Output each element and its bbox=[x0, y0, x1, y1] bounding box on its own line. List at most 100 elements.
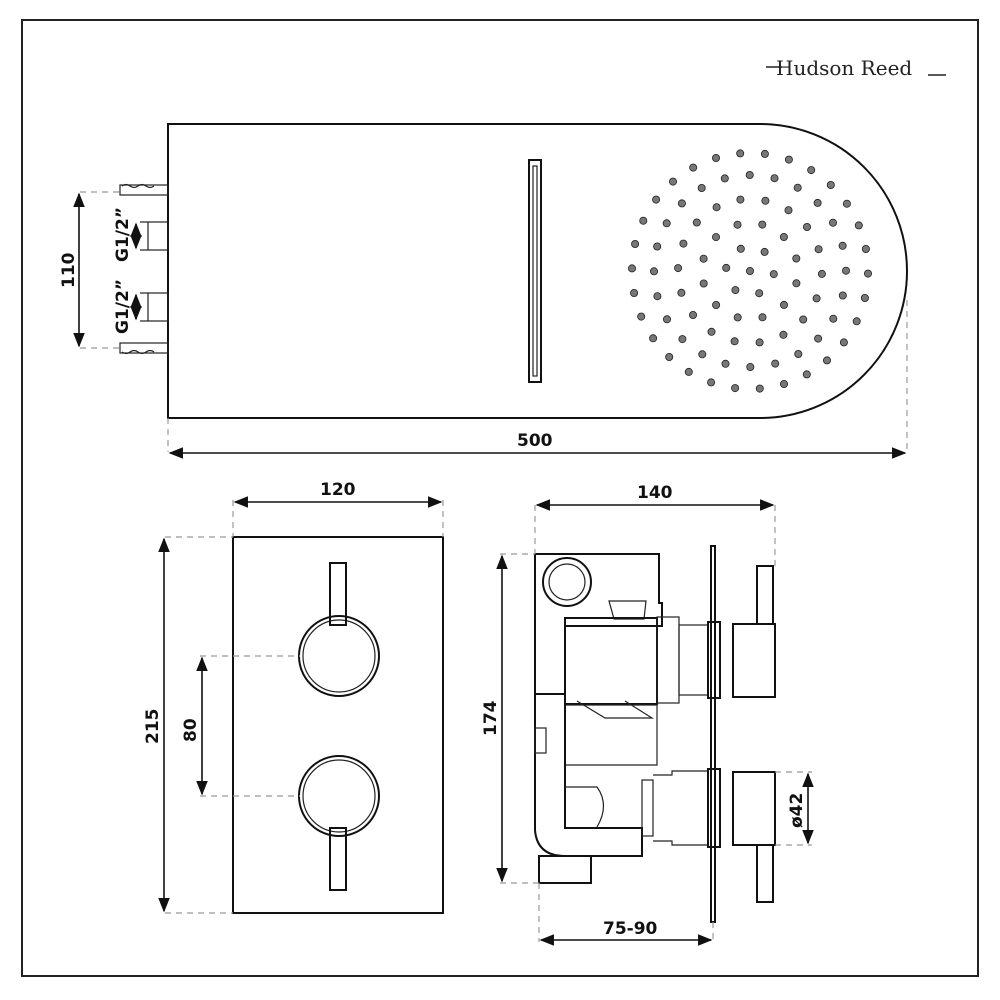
spray-nozzle bbox=[653, 242, 662, 251]
brand-logo: Hudson Reed bbox=[766, 56, 946, 80]
spray-nozzle bbox=[864, 269, 873, 278]
spray-nozzle bbox=[662, 219, 671, 228]
spray-nozzle bbox=[677, 199, 686, 208]
depth-dimension: 75-90 bbox=[603, 919, 658, 939]
spray-nozzle bbox=[699, 279, 708, 288]
spray-nozzle bbox=[699, 254, 708, 263]
spray-nozzle bbox=[649, 334, 658, 343]
spray-nozzle bbox=[792, 254, 801, 263]
spray-nozzle bbox=[769, 270, 778, 279]
knob-spacing-dimension: 80 bbox=[181, 718, 201, 742]
control-knob-top bbox=[298, 615, 380, 697]
spray-nozzle bbox=[807, 166, 816, 175]
spray-nozzle bbox=[784, 155, 793, 164]
spray-nozzle bbox=[803, 222, 812, 231]
outlet-stub bbox=[538, 855, 592, 884]
plate-height-dimension: 215 bbox=[143, 709, 163, 745]
spray-nozzle bbox=[628, 264, 637, 273]
spray-nozzle bbox=[677, 288, 686, 297]
spray-nozzle bbox=[826, 180, 835, 189]
drawing-border bbox=[21, 19, 979, 977]
inlet-bottom bbox=[119, 292, 169, 355]
spray-nozzle bbox=[697, 183, 706, 192]
spray-nozzle bbox=[780, 300, 789, 309]
svg-text:Hudson Reed: Hudson Reed bbox=[776, 56, 912, 80]
knob-diameter-dimension: ø42 bbox=[787, 793, 807, 828]
spray-nozzle bbox=[842, 199, 851, 208]
spray-nozzle bbox=[736, 195, 745, 204]
spray-nozzle bbox=[712, 153, 721, 162]
spray-nozzle bbox=[712, 203, 721, 212]
spray-nozzle bbox=[689, 163, 698, 172]
spray-nozzle bbox=[679, 239, 688, 248]
top-view: G1/2” G1/2” 110 500 bbox=[59, 123, 908, 459]
spray-nozzle bbox=[631, 239, 640, 248]
spray-nozzle bbox=[823, 356, 832, 365]
spray-nozzle bbox=[731, 384, 740, 393]
spray-nozzle bbox=[760, 247, 769, 256]
plate-width-dimension: 120 bbox=[320, 480, 356, 500]
spray-nozzle bbox=[793, 183, 802, 192]
knob-side-top bbox=[732, 623, 776, 698]
side-width-dimension: 140 bbox=[637, 483, 673, 503]
spray-nozzle bbox=[637, 312, 646, 321]
spray-nozzle bbox=[689, 310, 698, 319]
spray-nozzle bbox=[758, 313, 767, 322]
spray-nozzle bbox=[712, 233, 721, 242]
control-knob-bottom bbox=[298, 755, 380, 837]
spray-nozzle bbox=[829, 218, 838, 227]
spray-nozzle bbox=[760, 149, 769, 158]
spray-nozzle bbox=[652, 195, 661, 204]
knob-side-bottom bbox=[732, 771, 776, 846]
spray-nozzle bbox=[730, 337, 739, 346]
waterfall-slot bbox=[528, 159, 542, 383]
spray-nozzle bbox=[733, 220, 742, 229]
spray-nozzle bbox=[720, 174, 729, 183]
spray-nozzle bbox=[665, 352, 674, 361]
spray-nozzle bbox=[852, 317, 861, 326]
spray-nozzle bbox=[678, 335, 687, 344]
valve-plate bbox=[232, 536, 444, 914]
spray-nozzle bbox=[794, 349, 803, 358]
spray-nozzle bbox=[707, 327, 716, 336]
spray-nozzle bbox=[639, 216, 648, 225]
spray-nozzle bbox=[755, 384, 764, 393]
spray-nozzle bbox=[736, 149, 745, 158]
spray-nozzle bbox=[663, 315, 672, 324]
spray-nozzle bbox=[761, 196, 770, 205]
spray-nozzle bbox=[674, 264, 683, 273]
spray-nozzle bbox=[736, 244, 745, 253]
spray-nozzle bbox=[861, 244, 870, 253]
spray-nozzle bbox=[650, 267, 659, 276]
spray-nozzle bbox=[814, 334, 823, 343]
spray-nozzle bbox=[813, 198, 822, 207]
spray-nozzle bbox=[784, 206, 793, 215]
valve-body-upper bbox=[534, 553, 663, 695]
spray-nozzle bbox=[779, 330, 788, 339]
spray-nozzle bbox=[814, 245, 823, 254]
spray-nozzles bbox=[628, 149, 873, 393]
spray-nozzle bbox=[733, 313, 742, 322]
spray-nozzle bbox=[792, 279, 801, 288]
outlet-pipe bbox=[534, 693, 643, 857]
cartridge-upper bbox=[564, 617, 658, 705]
spray-nozzle bbox=[860, 293, 869, 302]
width-dimension: 500 bbox=[517, 431, 553, 451]
lever-side-bottom bbox=[756, 844, 774, 903]
front-view: 120 215 80 bbox=[143, 480, 444, 914]
side-view: 140 174 75-90 ø42 bbox=[481, 483, 814, 946]
spray-nozzle bbox=[721, 359, 730, 368]
spray-nozzle bbox=[698, 350, 707, 359]
spray-nozzle bbox=[731, 286, 740, 295]
spray-nozzle bbox=[838, 291, 847, 300]
spray-nozzle bbox=[684, 367, 693, 376]
spray-nozzle bbox=[746, 362, 755, 371]
wall-plate-profile bbox=[710, 545, 716, 923]
inlet-top bbox=[119, 183, 169, 251]
spray-nozzle bbox=[746, 266, 755, 275]
spray-nozzle bbox=[745, 170, 754, 179]
spray-nozzle bbox=[780, 379, 789, 388]
spray-nozzle bbox=[839, 338, 848, 347]
